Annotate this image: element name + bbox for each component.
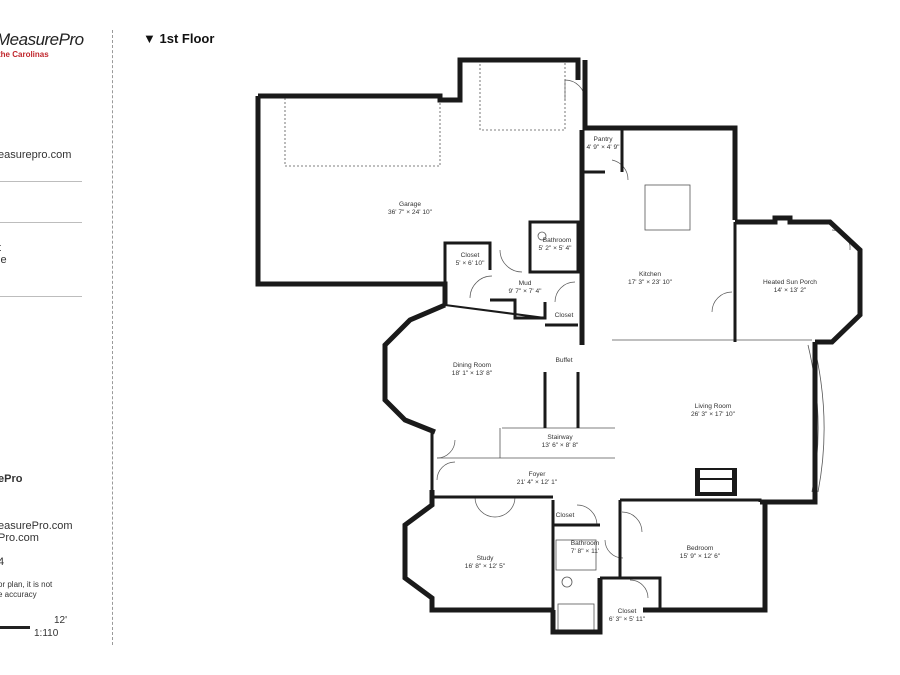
walls <box>255 57 863 635</box>
room-dims-mud: 9' 7" × 7' 4" <box>508 288 542 295</box>
room-dims-bathroom-full: 7' 8" × 11' <box>571 548 599 555</box>
room-dims-living: 26' 3" × 17' 10" <box>691 411 736 418</box>
scale-label: 12' <box>54 615 68 626</box>
kitchen-island <box>644 184 691 231</box>
sidebar-text-4: le <box>0 254 7 266</box>
room-dims-closet-bedroom: 6' 3" × 5' 11" <box>609 616 646 623</box>
sidebar-phone: 4 <box>0 556 5 568</box>
bay-window-arc <box>813 344 825 493</box>
closet-wall <box>600 576 662 610</box>
scale-ratio: 1:110 <box>34 628 59 639</box>
brand-logo: MeasurePro <box>0 30 84 49</box>
room-dims-dining: 18' 1" × 13' 8" <box>452 370 493 377</box>
study-wall <box>402 490 553 613</box>
dining-wall <box>382 302 446 435</box>
bedroom-wall <box>643 500 768 613</box>
brand-subtitle: the Carolinas <box>0 50 49 59</box>
sidebar-text-3: t <box>0 242 1 254</box>
room-name-foyer: Foyer <box>529 471 547 478</box>
closet-wall <box>443 241 492 305</box>
room-dims-bathroom-half: 5' 2" × 5' 4" <box>538 245 572 252</box>
sidebar-web: Pro.com <box>0 532 39 544</box>
room-labels: Garage 36' 7" × 24' 10" Pantry 4' 9" × 4… <box>388 136 817 623</box>
room-dims-foyer: 21' 4" × 12' 1" <box>517 479 558 486</box>
sidebar-disclaimer: or plan, it is not <box>0 580 53 589</box>
room-dims-closet-mud: 5' × 6' 10" <box>456 260 486 267</box>
bath-fixture <box>555 539 597 571</box>
door-swings <box>436 79 851 599</box>
bath-wall <box>528 220 580 274</box>
garage-door-outline <box>284 97 441 167</box>
sun-porch-wall <box>735 215 863 345</box>
bath-wall <box>550 578 603 635</box>
toilet <box>561 576 573 588</box>
room-name-study: Study <box>477 555 495 562</box>
room-name-bedroom: Bedroom <box>687 545 714 552</box>
sidebar-disclaimer: e accuracy <box>0 590 37 599</box>
sidebar-company: ePro <box>0 473 23 485</box>
room-name-pantry: Pantry <box>593 136 613 143</box>
room-name-bathroom-full: Bathroom <box>571 540 600 547</box>
room-dims-bedroom: 15' 9" × 12' 6" <box>680 553 721 560</box>
room-dims-kitchen: 17' 3" × 23' 10" <box>628 279 673 286</box>
fireplace-icon <box>695 468 737 496</box>
scale-bar <box>0 626 30 629</box>
room-name-dining: Dining Room <box>453 362 492 369</box>
room-name-closet-foyer: Closet <box>556 512 575 519</box>
floor-title-text: 1st Floor <box>159 31 215 46</box>
sidebar-email: easurePro.com <box>0 520 73 532</box>
pantry-wall <box>585 126 624 172</box>
sidebar-rule <box>0 181 82 182</box>
info-sidebar: MeasurePro the Carolinas l easurepro.com… <box>0 0 112 675</box>
living-wall <box>760 342 818 505</box>
room-name-mud: Mud <box>519 280 532 287</box>
room-name-closet-bedroom: Closet <box>618 608 637 615</box>
plan-details <box>284 59 825 631</box>
sidebar-rule <box>0 222 82 223</box>
room-name-sun-porch: Heated Sun Porch <box>763 279 817 286</box>
room-dims-pantry: 4' 9" × 4' 9" <box>586 144 620 151</box>
sidebar-rule <box>0 296 82 297</box>
room-dims-study: 16' 8" × 12' 5" <box>465 563 506 570</box>
room-dims-garage: 36' 7" × 24' 10" <box>388 209 433 216</box>
room-name-garage: Garage <box>399 201 421 208</box>
dining-top-wall <box>444 304 546 319</box>
mud-wall <box>490 298 547 320</box>
shower-stall <box>557 603 595 631</box>
garage-wall <box>258 57 581 103</box>
room-name-bathroom-half: Bathroom <box>543 237 572 244</box>
sink <box>537 231 547 241</box>
kitchen-wall <box>582 60 738 220</box>
room-name-living: Living Room <box>695 403 732 410</box>
room-dims-sun-porch: 14' × 13' 2" <box>774 287 807 294</box>
room-name-closet-kitchen: Closet <box>555 312 574 319</box>
room-name-kitchen: Kitchen <box>639 271 661 278</box>
floor-title[interactable]: ▼ 1st Floor <box>143 31 214 46</box>
garage-door-outline <box>479 59 566 131</box>
room-name-buffet: Buffet <box>555 357 572 364</box>
room-name-closet-mud: Closet <box>461 252 480 259</box>
triangle-down-icon: ▼ <box>143 31 156 46</box>
sidebar-website: easurepro.com <box>0 149 72 161</box>
room-name-stairway: Stairway <box>547 434 573 441</box>
foyer-wall <box>430 432 545 499</box>
room-dims-stairway: 13' 6" × 8' 8" <box>542 442 579 449</box>
living-bottom-wall <box>620 498 762 502</box>
sidebar-divider <box>112 30 113 645</box>
